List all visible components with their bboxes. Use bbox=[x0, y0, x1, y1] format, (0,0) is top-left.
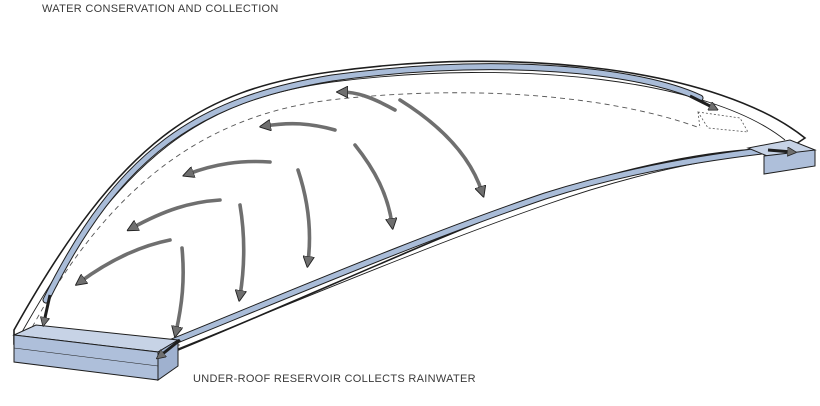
runoff-arrow bbox=[176, 246, 185, 332]
runoff-arrow bbox=[353, 143, 392, 224]
runoff-arrows bbox=[80, 92, 482, 332]
gutter-end-arrow-right bbox=[767, 150, 792, 152]
runoff-arrow bbox=[342, 92, 397, 112]
runoff-arrow bbox=[296, 168, 310, 262]
diagram-title: WATER CONSERVATION AND COLLECTION bbox=[42, 3, 279, 15]
runoff-arrow bbox=[398, 98, 482, 192]
runoff-arrow bbox=[240, 203, 244, 296]
runoff-arrow bbox=[188, 159, 272, 175]
runoff-arrow bbox=[265, 124, 337, 132]
gutter-end-arrow-left bbox=[44, 294, 52, 322]
roof-shell bbox=[13, 60, 807, 363]
inlet-box bbox=[697, 111, 749, 133]
runoff-arrow bbox=[132, 198, 222, 228]
dashed-ridge bbox=[27, 92, 701, 336]
gutter-end-arrow-top-right bbox=[689, 94, 714, 108]
gutter-end-arrow-lower bbox=[160, 338, 181, 356]
right-reservoir bbox=[746, 139, 817, 175]
reservoir-caption: UNDER-ROOF RESERVOIR COLLECTS RAINWATER bbox=[193, 373, 476, 385]
runoff-arrow bbox=[80, 238, 172, 282]
